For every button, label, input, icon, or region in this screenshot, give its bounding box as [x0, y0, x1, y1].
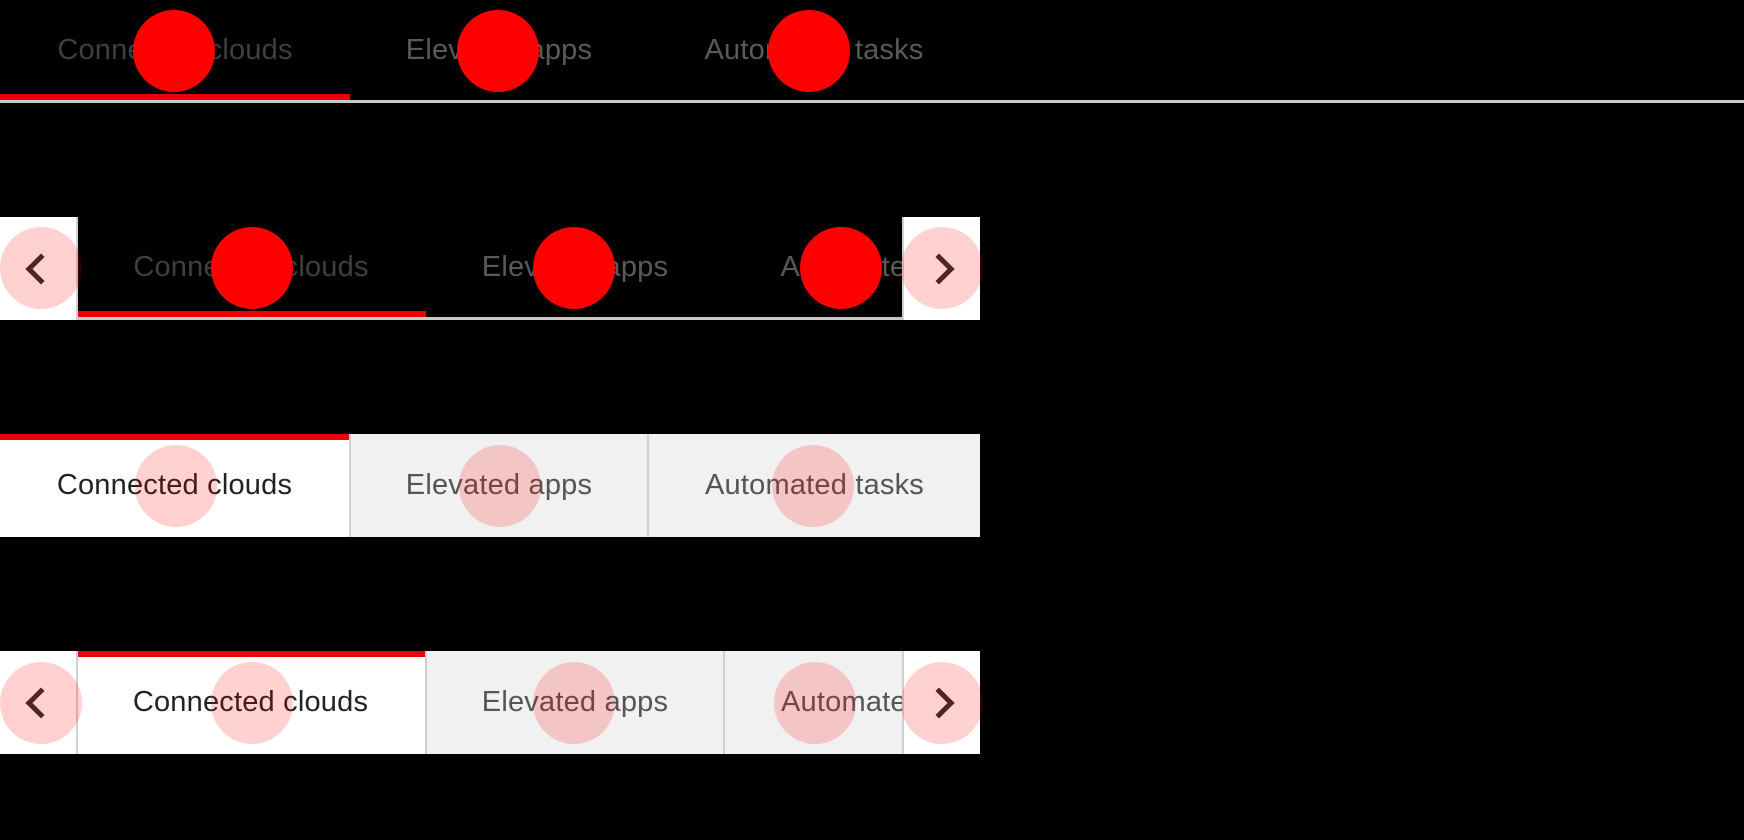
tab-label: Automated tasks [780, 250, 905, 283]
chevron-left-icon [25, 686, 57, 719]
tab-connected-clouds[interactable]: Connected clouds [76, 651, 427, 754]
scroll-prev-button[interactable] [0, 651, 76, 754]
tab-automated-tasks[interactable]: Automated tasks [724, 217, 905, 317]
tab-elevated-apps[interactable]: Elevated apps [351, 434, 649, 537]
tab-elevated-apps[interactable]: Elevated apps [350, 0, 648, 100]
tab-connected-clouds[interactable]: Connected clouds [0, 434, 351, 537]
card-tabs-scrollable-bar: Connected clouds Elevated apps Automated… [0, 651, 980, 754]
tab-connected-clouds[interactable]: Connected clouds [76, 217, 426, 317]
tab-label: Elevated apps [405, 469, 593, 501]
underline-tabs-bar: Connected clouds Elevated apps Automated… [0, 0, 1744, 103]
tab-label: Connected clouds [57, 33, 293, 66]
tab-label: Elevated apps [405, 33, 593, 66]
tab-connected-clouds[interactable]: Connected clouds [0, 0, 350, 100]
tab-label: Connected clouds [133, 250, 369, 283]
tab-label: Automated tasks [781, 686, 904, 718]
tab-label: Automated tasks [704, 33, 924, 66]
scroll-prev-button[interactable] [0, 217, 76, 320]
tabs-scroll-strip: Connected clouds Elevated apps Automated… [76, 651, 904, 754]
tab-automated-tasks[interactable]: Automated tasks [649, 434, 980, 537]
tabs-scroll-strip: Connected clouds Elevated apps Automated… [76, 217, 904, 317]
tab-automated-tasks[interactable]: Automated tasks [725, 651, 904, 754]
scroll-next-button[interactable] [904, 217, 980, 320]
tabs-baseline-track [0, 100, 1744, 103]
chevron-right-icon [923, 686, 955, 719]
tab-label: Elevated apps [481, 250, 669, 283]
tabs-baseline-track [76, 317, 904, 320]
chevron-left-icon [25, 252, 57, 285]
tab-elevated-apps[interactable]: Elevated apps [427, 651, 725, 754]
tab-automated-tasks[interactable]: Automated tasks [648, 0, 980, 100]
tab-elevated-apps[interactable]: Elevated apps [426, 217, 724, 317]
chevron-right-icon [923, 252, 955, 285]
tab-label: Connected clouds [132, 686, 369, 718]
scroll-next-button[interactable] [904, 651, 980, 754]
card-tabs-bar: Connected clouds Elevated apps Automated… [0, 434, 980, 537]
tabs-scroll-viewport: Connected clouds Elevated apps Automated… [76, 651, 904, 754]
underline-tabs-scrollable-bar: Connected clouds Elevated apps Automated… [0, 217, 980, 320]
tabs-scroll-viewport: Connected clouds Elevated apps Automated… [76, 217, 904, 320]
tab-label: Elevated apps [481, 686, 669, 718]
tab-label: Connected clouds [56, 469, 293, 501]
tab-label: Automated tasks [705, 469, 924, 501]
